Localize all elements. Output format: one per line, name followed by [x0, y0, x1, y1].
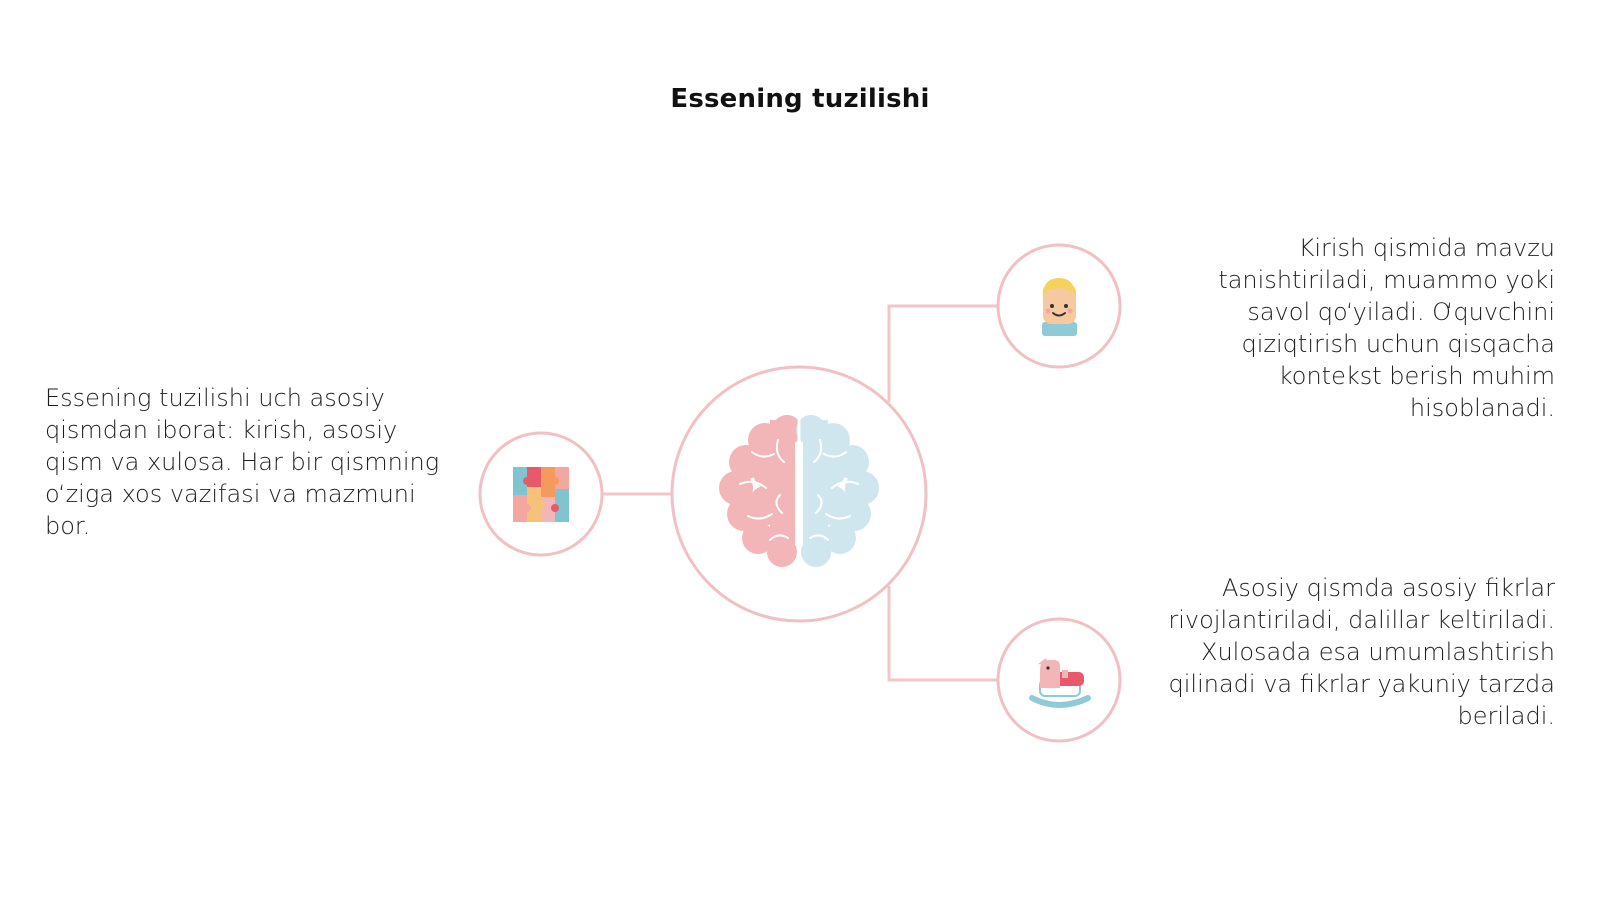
- left-node: [478, 431, 604, 557]
- child-face-icon: [1042, 278, 1077, 336]
- connectors: [602, 304, 997, 682]
- center-node: [670, 365, 928, 623]
- right-bottom-node-text: Asosiy qismda asosiy fikrlar rivojlantir…: [1168, 574, 1555, 730]
- puzzle-icon: [513, 467, 569, 522]
- right-top-node: [996, 243, 1122, 369]
- right-bottom-node: [996, 617, 1122, 743]
- connector-right-bottom: [887, 586, 997, 682]
- connector-right-top: [887, 304, 997, 402]
- brain-icon: [719, 415, 879, 567]
- page-title: Essening tuzilishi: [670, 84, 930, 114]
- rocking-horse-icon: [1029, 658, 1091, 708]
- right-top-node-text: Kirish qismida mavzu tanishtiriladi, mua…: [1218, 234, 1555, 422]
- left-node-text: Essening tuzilishi uch asosiy qismdan ib…: [45, 384, 440, 540]
